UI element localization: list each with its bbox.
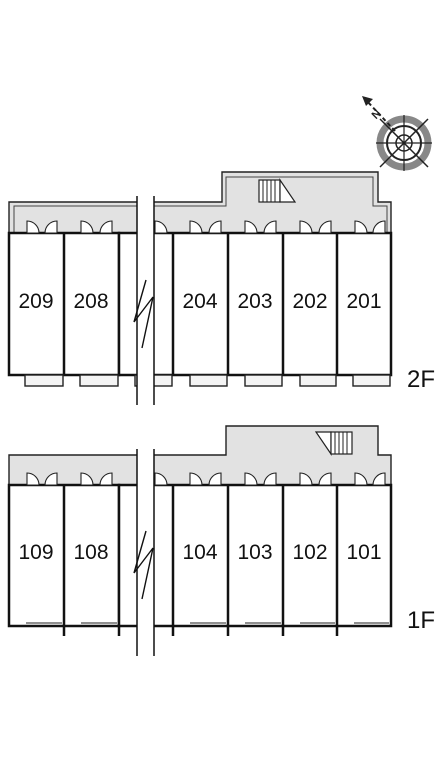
floor-1f: 109 108 104 103 102 101 1F [7,425,435,656]
unit-203: 203 [237,290,272,313]
unit-108: 108 [73,541,108,564]
unit-101: 101 [346,541,381,564]
unit-208: 208 [73,290,108,313]
floor-2f: 209 208 204 203 202 201 2F [7,171,435,405]
compass-rose-icon [376,115,432,171]
floor-label-1f: 1F [407,607,435,634]
unit-209: 209 [18,290,53,313]
break-line-2f [133,196,155,405]
north-arrow-icon [362,96,396,132]
unit-103: 103 [237,541,272,564]
unit-204: 204 [182,290,217,313]
break-line-1f [133,449,155,656]
unit-109: 109 [18,541,53,564]
compass: N [362,96,432,171]
unit-202: 202 [292,290,327,313]
unit-201: 201 [346,290,381,313]
unit-102: 102 [292,541,327,564]
unit-104: 104 [182,541,217,564]
staircase-2f [258,178,297,203]
floor-label-2f: 2F [407,366,435,393]
corridor-2f [8,171,392,234]
staircase-1f [314,431,353,456]
